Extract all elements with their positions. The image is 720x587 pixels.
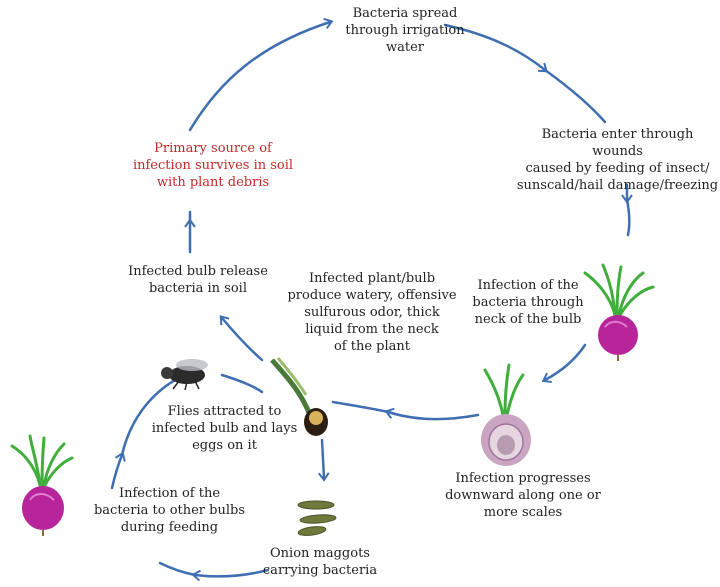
- label-flies-attracted: Flies attracted to infected bulb and lay…: [142, 403, 307, 454]
- onion-icon: [12, 436, 72, 536]
- label-infected-bulb-release: Infected bulb release bacteria in soil: [118, 263, 278, 297]
- label-bacteria-spread: Bacteria spread through irrigation water: [340, 5, 470, 56]
- label-infection-other-bulbs: Infection of the bacteria to other bulbs…: [82, 485, 257, 536]
- label-infected-plant: Infected plant/bulb produce watery, offe…: [282, 270, 462, 355]
- arc-plant-to-release: [222, 318, 262, 360]
- onion-icon: [585, 265, 653, 361]
- arc-other-to-flies: [112, 455, 122, 488]
- arc-primary-to-spread: [190, 22, 330, 130]
- arc-fly-to-plant: [222, 375, 262, 392]
- cut-onion-icon: [481, 365, 531, 466]
- arc-neck-to-progresses: [545, 345, 585, 380]
- arc-progresses-to-plant: [388, 412, 478, 419]
- arc-plant-to-maggots: [322, 440, 324, 478]
- label-primary-source: Primary source of infection survives in …: [128, 140, 298, 191]
- label-infection-progresses: Infection progresses downward along one …: [438, 470, 608, 521]
- maggot-icon: [298, 501, 337, 537]
- label-onion-maggots: Onion maggots carrying bacteria: [255, 545, 385, 579]
- label-bacteria-enter: Bacteria enter through wounds caused by …: [515, 126, 720, 194]
- label-infection-neck: Infection of the bacteria through neck o…: [468, 277, 588, 328]
